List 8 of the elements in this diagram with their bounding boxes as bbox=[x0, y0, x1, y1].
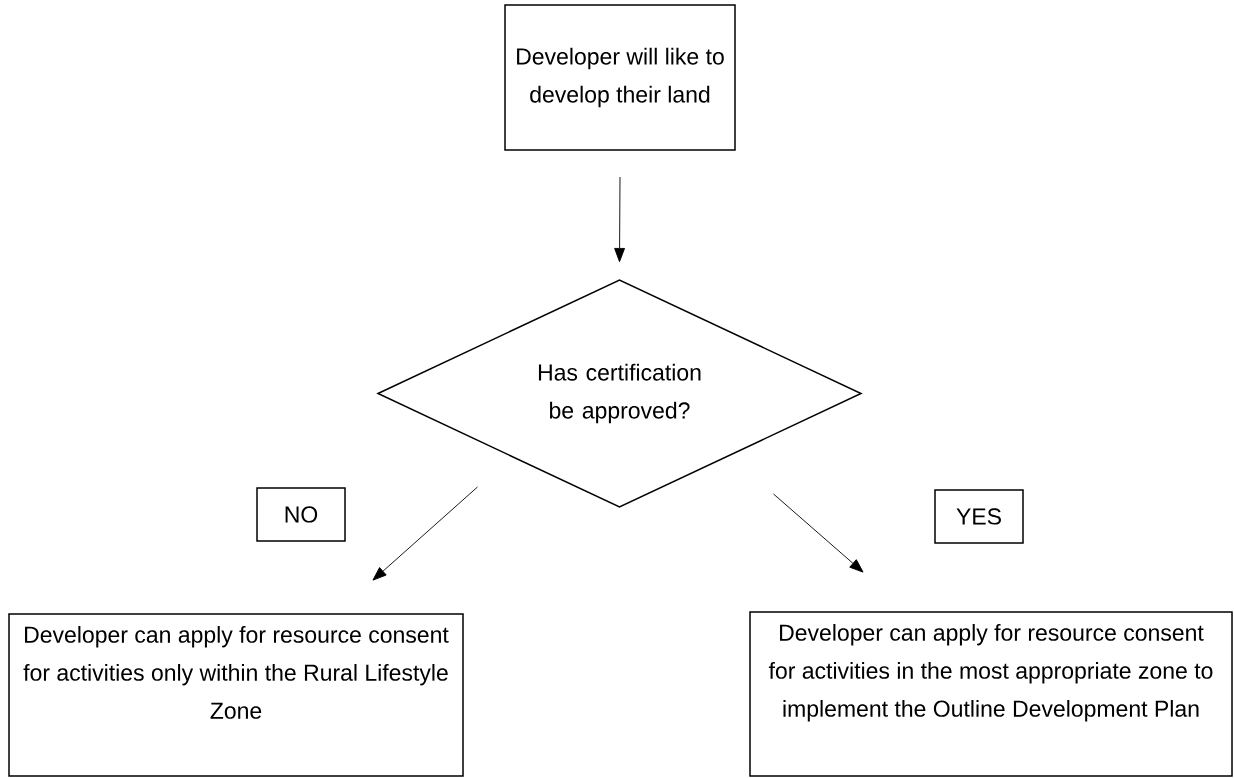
process-box: Developer can apply for resource consent for activities only within the Rural Lifestyle Zone bbox=[8, 613, 464, 777]
process-box: YES bbox=[934, 489, 1024, 544]
arrow bbox=[773, 493, 864, 573]
process-box: Developer can apply for resource consent for activities in the most appropriate zone to implement the Outline Development Plan bbox=[749, 611, 1233, 777]
process-box: Developer will like to develop their land bbox=[504, 4, 736, 151]
process-box: NO bbox=[256, 487, 346, 542]
arrow bbox=[614, 176, 625, 263]
arrow bbox=[372, 486, 478, 581]
